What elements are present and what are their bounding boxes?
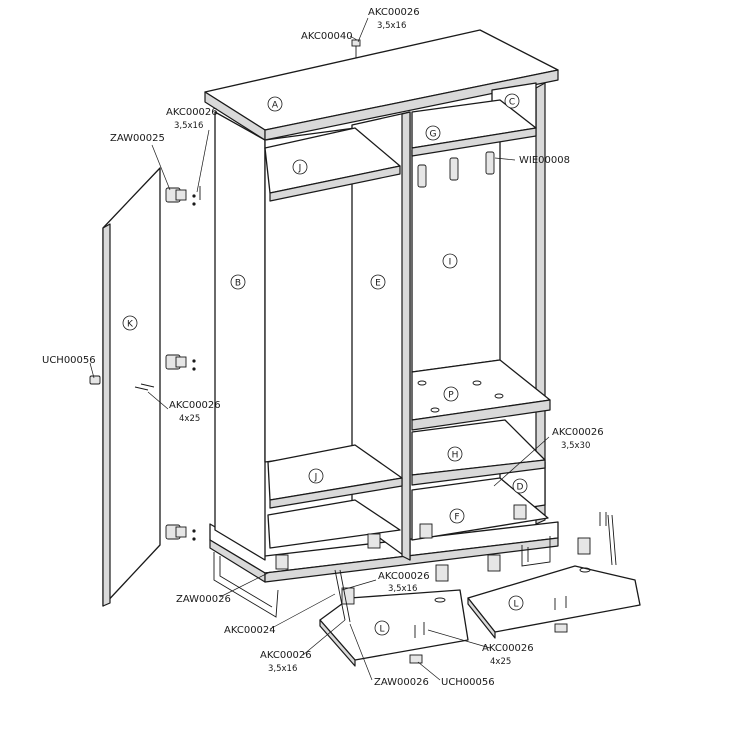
label-uch00056-door: UCH00056 xyxy=(42,355,96,366)
panel-letters: A C G J B E I K P H J D F L L xyxy=(122,93,528,636)
label-akc00024: AKC00024 xyxy=(224,625,276,636)
label-e: E xyxy=(375,279,381,289)
label-akc00040: AKC00040 xyxy=(301,31,353,42)
cabinet-body xyxy=(204,29,559,618)
flap-l-right xyxy=(467,565,641,639)
label-akc00026-top: AKC00026 xyxy=(368,7,420,18)
leader-lines xyxy=(89,17,550,681)
label-c: C xyxy=(509,98,515,108)
label-akc00026-flap: AKC00026 xyxy=(378,571,430,582)
label-akc00026-stay: AKC00026 xyxy=(260,650,312,661)
panel-b xyxy=(214,111,266,561)
label-zaw00026-left: ZAW00026 xyxy=(176,594,231,605)
label-j-lower: J xyxy=(314,473,318,483)
right-leg xyxy=(521,536,551,567)
flap-hardware xyxy=(275,504,617,623)
panel-f xyxy=(411,477,549,541)
size-flap: 3,5x16 xyxy=(388,584,417,594)
label-zaw00025: ZAW00025 xyxy=(110,133,165,144)
size-flaphandle: 4x25 xyxy=(490,657,511,667)
screws xyxy=(134,39,607,638)
door-handle xyxy=(89,375,101,385)
hardware-labels: AKC00026 3,5x16 AKC00040 AKC00026 3,5x16… xyxy=(42,7,604,688)
label-wie00008: WIE00008 xyxy=(519,155,570,166)
size-handle: 4x25 xyxy=(179,414,200,424)
label-k: K xyxy=(127,320,134,330)
flap-handle-right xyxy=(554,623,568,633)
size-stay: 3,5x16 xyxy=(268,664,297,674)
size-door: 3,5x16 xyxy=(174,121,203,131)
label-i: I xyxy=(449,258,452,268)
label-akc00026-plinth: AKC00026 xyxy=(552,427,604,438)
label-j-upper: J xyxy=(298,164,302,174)
label-g: G xyxy=(430,130,437,140)
door-k xyxy=(102,167,161,607)
label-p: P xyxy=(448,391,454,401)
label-l-right: L xyxy=(513,600,518,610)
label-h: H xyxy=(452,451,459,461)
label-b: B xyxy=(235,279,241,289)
label-zaw00026-bottom: ZAW00026 xyxy=(374,677,429,688)
label-akc00026-handle: AKC00026 xyxy=(169,400,221,411)
size-top: 3,5x16 xyxy=(377,21,406,31)
label-uch00056-flap: UCH00056 xyxy=(441,677,495,688)
label-l-left: L xyxy=(379,625,384,635)
label-d: D xyxy=(517,483,524,493)
label-a: A xyxy=(272,101,279,111)
label-akc00026-door: AKC00026 xyxy=(166,107,218,118)
size-plinth: 3,5x30 xyxy=(561,441,590,451)
coat-hooks xyxy=(417,151,495,188)
left-leg xyxy=(213,552,279,618)
door-hinges xyxy=(165,187,196,541)
label-f: F xyxy=(454,513,459,523)
label-akc00026-flaphandle: AKC00026 xyxy=(482,643,534,654)
flap-handle-left xyxy=(409,654,423,664)
